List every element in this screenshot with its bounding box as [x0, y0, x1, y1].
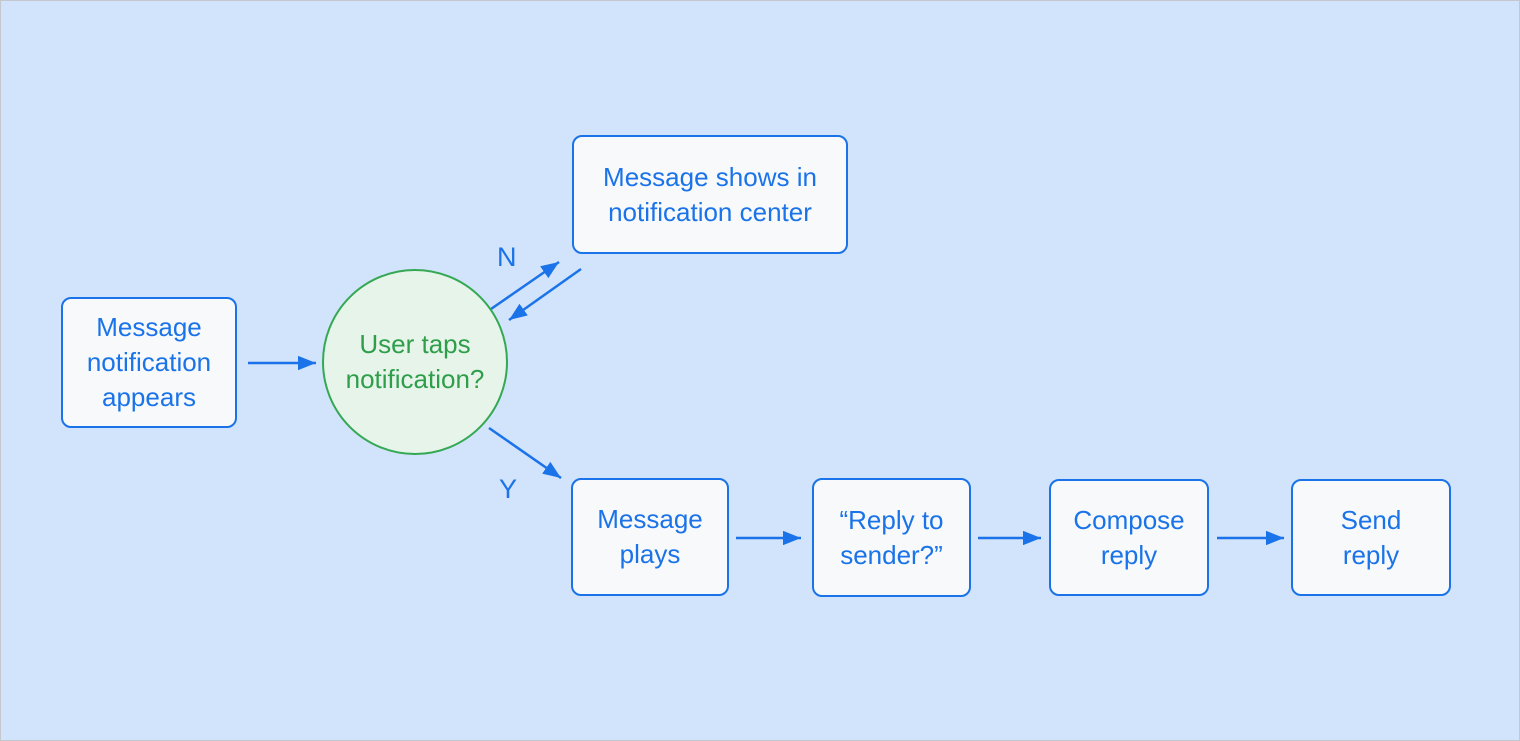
node-text-line: Message	[96, 312, 202, 342]
node-text-line: reply	[1342, 539, 1400, 570]
node-text-line: sender?”	[840, 539, 943, 570]
node-message-plays: Message plays	[571, 478, 729, 596]
node-text-line: appears	[102, 382, 196, 412]
node-text-line: reply	[1100, 539, 1158, 570]
node-text-line: Message shows in	[603, 161, 817, 192]
node-text-line: notification	[86, 347, 212, 377]
node-message-shows-in-notification-center: Message shows in notification center	[572, 135, 848, 254]
node-text-line: “Reply to	[839, 504, 944, 535]
node-text-line: User taps	[359, 329, 471, 359]
node-text-line: notification?	[345, 364, 485, 394]
node-text-line: notification center	[608, 196, 812, 227]
node-text-line: plays	[619, 539, 681, 569]
node-compose-reply: Compose reply	[1049, 479, 1209, 596]
node-text-line: Compose	[1073, 504, 1185, 535]
node-message-notification-appears: Message notification appears	[61, 297, 237, 428]
node-send-reply: Send reply	[1291, 479, 1451, 596]
node-text-line: Message	[597, 504, 703, 534]
node-text-line: Send	[1340, 504, 1402, 535]
branch-label-yes: Y	[499, 474, 518, 504]
node-decision-user-taps-notification: User taps notification?	[322, 269, 508, 455]
edge-decision-to-message-plays	[488, 426, 562, 480]
branch-label-no: N	[497, 242, 517, 272]
edge-notif-center-to-decision	[508, 267, 582, 322]
node-reply-to-sender: “Reply to sender?”	[812, 478, 971, 597]
